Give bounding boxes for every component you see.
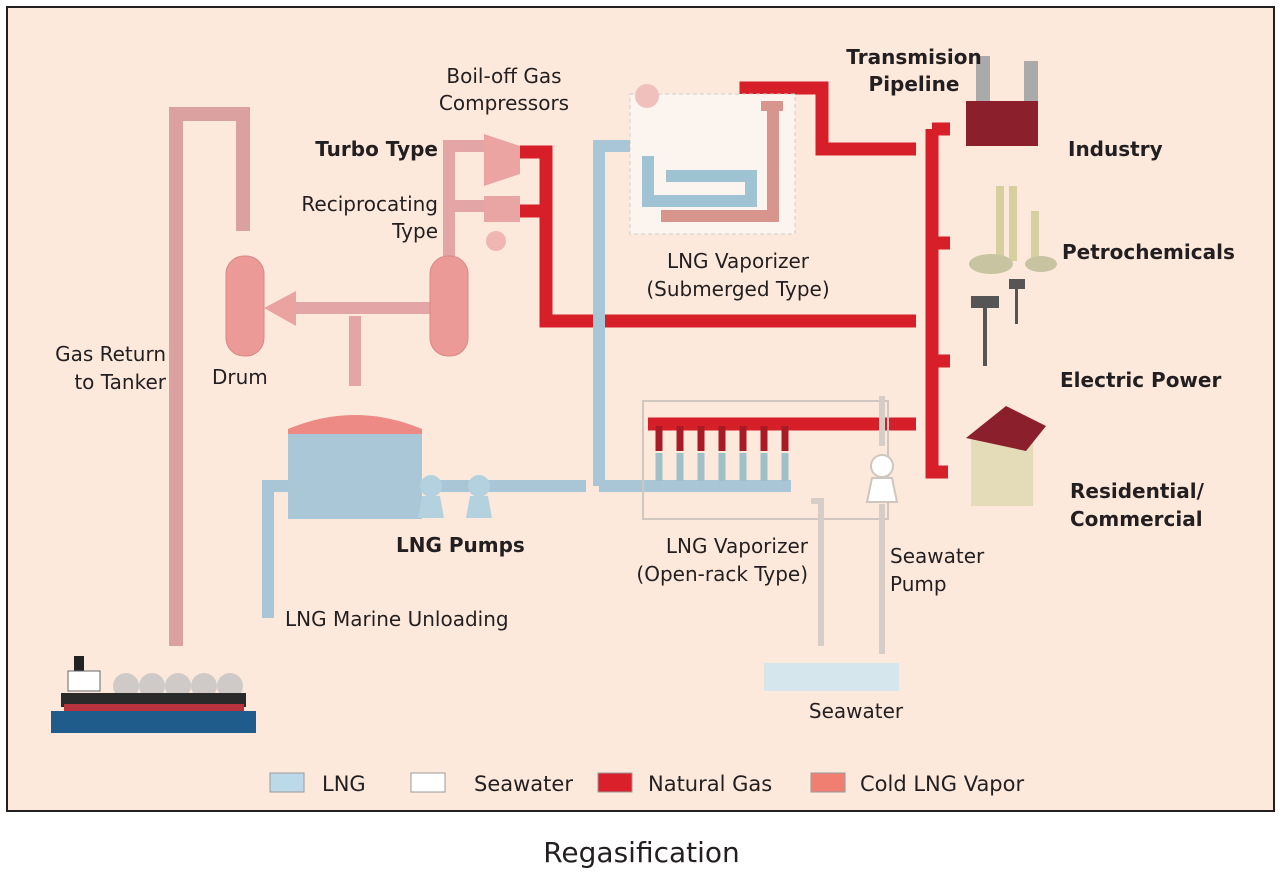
diagram-frame: Boil-off Gas Compressors Turbo Type Reci… [6, 6, 1275, 812]
lng-storage-tank [288, 415, 422, 519]
regasification-diagram: Boil-off Gas Compressors Turbo Type Reci… [6, 6, 1275, 812]
seawater-pump [865, 396, 899, 654]
label-seawater: Seawater [809, 699, 904, 723]
legend-swatch-natural-gas [597, 772, 633, 793]
legend-label-natural-gas: Natural Gas [648, 772, 772, 796]
legend-swatch-lng [269, 772, 305, 793]
label-boil-off-1: Boil-off Gas [446, 64, 561, 88]
house-icon [966, 406, 1046, 506]
legend-label-lng: LNG [322, 772, 366, 796]
figure-caption: Regasification [543, 836, 740, 869]
legend-swatch-seawater [410, 772, 446, 793]
label-open-rack-1: LNG Vaporizer [666, 534, 809, 558]
label-reciprocating-2: Type [391, 219, 438, 243]
lng-pumps-icon [418, 475, 492, 518]
label-gas-return-1: Gas Return [55, 342, 166, 366]
submerged-vaporizer [629, 84, 796, 235]
label-gas-return-2: to Tanker [74, 370, 166, 394]
seawater-body [764, 663, 899, 691]
consumer-commercial-label: Commercial [1070, 507, 1203, 531]
label-reciprocating-1: Reciprocating [301, 192, 438, 216]
reciprocating-motor-icon [486, 231, 506, 251]
consumer-electric-power-label: Electric Power [1060, 368, 1221, 392]
gas-return-pipe [169, 107, 250, 646]
refinery-icon [969, 186, 1057, 274]
vapor-pipes [296, 140, 484, 386]
reciprocating-compressor-icon [484, 196, 520, 222]
legend-label-cold-lng-vapor: Cold LNG Vapor [860, 772, 1024, 796]
consumer-residential-label: Residential/ [1070, 479, 1205, 503]
label-lng-pumps: LNG Pumps [396, 533, 525, 557]
label-transmission-1: Transmision [846, 45, 981, 69]
legend-label-seawater: Seawater [474, 772, 573, 796]
power-pylon-icon [971, 279, 1025, 366]
drum-compressor-icon [264, 291, 296, 326]
label-seawater-pump-2: Pump [890, 572, 947, 596]
legend-swatch-cold-lng-vapor [810, 772, 846, 793]
consumer-industry-label: Industry [1068, 137, 1163, 161]
lng-tanker-ship-icon [51, 656, 256, 733]
consumer-petrochemicals-label: Petrochemicals [1062, 240, 1235, 264]
factory-icon [966, 56, 1038, 146]
label-open-rack-2: (Open-rack Type) [636, 562, 808, 586]
label-marine-unloading: LNG Marine Unloading [285, 607, 509, 631]
label-turbo-type: Turbo Type [315, 137, 438, 161]
separator-vessel [429, 255, 469, 357]
label-submerged-2: (Submerged Type) [646, 277, 829, 301]
legend: LNG Seawater Natural Gas Cold LNG Vapor [269, 772, 1024, 796]
label-boil-off-2: Compressors [439, 91, 569, 115]
turbo-compressor-icon [484, 134, 520, 186]
open-rack-risers [655, 426, 789, 451]
label-transmission-2: Pipeline [869, 72, 960, 96]
label-submerged-1: LNG Vaporizer [667, 249, 810, 273]
label-drum: Drum [212, 365, 268, 389]
drum-vessel [225, 255, 265, 357]
label-seawater-pump-1: Seawater [890, 544, 985, 568]
natural-gas-pipes [520, 81, 950, 479]
